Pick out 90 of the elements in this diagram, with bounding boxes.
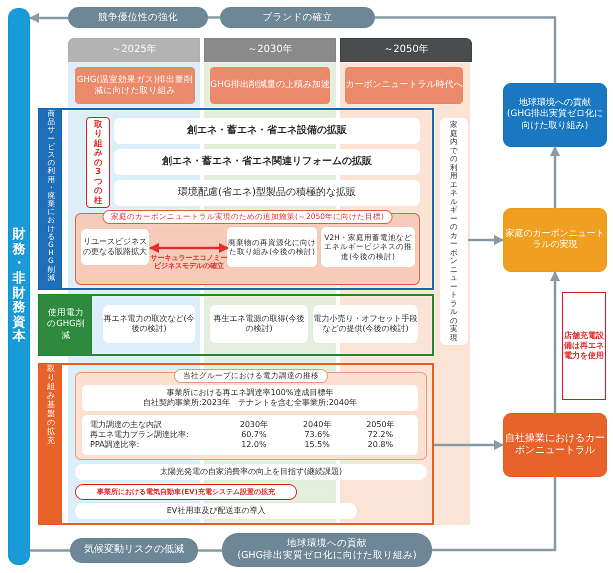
box-text: GHG(温室効果ガス)排出量削減に向けた取り組み — [76, 74, 194, 96]
section-panel — [38, 294, 434, 356]
section-panel — [38, 108, 434, 290]
phase-box — [345, 67, 463, 104]
pill-box — [222, 533, 432, 567]
box-text: ～2025年 — [111, 44, 157, 56]
phase-box — [75, 67, 195, 104]
connector-line — [375, 16, 556, 83]
table-cell-text: 20.8% — [366, 440, 394, 450]
table-cell-text: 72.2% — [366, 430, 394, 440]
box-text: ブランドの確立 — [262, 12, 332, 24]
arrow — [434, 440, 504, 450]
box-text: 自社操業におけるカーボンニュートラル — [504, 432, 606, 458]
box-text: 事業所における再エネ調達率100%達成目標年 — [166, 388, 334, 398]
table-cell-text: 電力調達の主な内訳 — [90, 420, 163, 430]
arrow — [468, 235, 504, 245]
connector-line — [30, 549, 70, 552]
table-cell-text: 2030年 — [238, 420, 270, 430]
box-text: 競争優位性の強化 — [98, 12, 178, 24]
box-text: 取り組みの3つの柱 — [94, 120, 102, 205]
box-text: (GHG排出実質ゼロ化に向けた取り組み) — [506, 109, 604, 132]
measures-panel — [75, 213, 420, 285]
box-text: 再エネ電力の取次など(今後の検討) — [103, 314, 195, 334]
pill-box — [70, 538, 198, 563]
rounded-box — [313, 305, 418, 343]
arrow — [550, 271, 560, 413]
box-text: EV社用車及び配送車の導入 — [166, 506, 266, 516]
table-box — [82, 415, 418, 455]
phase-box — [210, 67, 330, 104]
year-header — [340, 38, 472, 62]
arrow — [550, 146, 560, 208]
box-text: ～2030年 — [247, 44, 293, 56]
goal-box — [503, 413, 607, 477]
box-text: カーボンニュートラル時代へ — [346, 80, 462, 92]
box-text: 地球環境への貢献 — [519, 98, 591, 108]
note-box — [562, 292, 606, 400]
table-cell-text: 15.5% — [303, 440, 331, 450]
box-text: 財務・非財務資本 — [12, 228, 26, 345]
arrow — [29, 13, 68, 23]
table-cell-text: PPA調達比率: — [90, 440, 140, 450]
pill-box — [220, 7, 375, 28]
rounded-box — [114, 180, 420, 206]
rounded-box — [114, 149, 420, 175]
section-heading: 取り組み基盤の拡充 — [40, 365, 62, 523]
rounded-box — [75, 464, 427, 480]
box-text: ～2050年 — [383, 44, 429, 56]
rounded-box — [227, 227, 317, 267]
rounded-box — [210, 305, 308, 343]
box-text: 創エネ・蓄エネ・省エネ関連リフォームの拡販 — [162, 156, 372, 168]
box-text: GHG排出削減量の上積み加速 — [210, 80, 330, 92]
rounded-box — [81, 229, 149, 265]
year-header — [204, 38, 336, 62]
box-text: 自社契約事業所:2023年 テナントを含む全事業所:2040年 — [142, 398, 358, 408]
box-text: 地球環境への貢献 — [287, 538, 367, 550]
arrow — [149, 243, 229, 253]
rounded-box — [321, 227, 415, 267]
table-cell-text: 2050年 — [365, 420, 396, 430]
pill-box — [68, 7, 208, 28]
connector-line — [198, 549, 222, 552]
rounded-box — [75, 503, 357, 519]
tall-box — [440, 118, 468, 345]
table-cell-text: 再エネ電力プラン調達比率: — [90, 430, 190, 440]
capital-bar — [8, 8, 30, 565]
table-cell-text: 12.0% — [240, 440, 268, 450]
box-text: 太陽光発電の自家消費率の向上を目指す(継続課題) — [160, 467, 342, 477]
box-text: 家庭のカーボンニュートラルの実現 — [504, 228, 606, 252]
table-cell-text: 2040年 — [302, 420, 332, 430]
table-cell-text: 60.7% — [240, 430, 268, 440]
box-text: (GHG排出実質ゼロ化に向けた取り組み) — [237, 550, 417, 562]
year-header — [68, 38, 200, 62]
goal-box — [503, 83, 607, 147]
pillar-box — [86, 117, 110, 208]
table-cell-text: 73.6% — [303, 430, 331, 440]
section-heading: 使用電力のGHG削減 — [40, 296, 92, 354]
box-text: 気候変動リスクの低減 — [84, 544, 184, 557]
connector-line — [208, 16, 220, 19]
box-text: 電力小売り・オフセット手段などの提供(今後の検討) — [313, 314, 418, 334]
section-panel — [38, 363, 434, 525]
box-text: 店舗充電設備は再エネ電力を使用 — [563, 331, 605, 361]
rounded-box — [75, 484, 297, 500]
rounded-box — [82, 385, 418, 411]
connector-line — [432, 477, 556, 552]
procurement-panel — [75, 372, 427, 460]
box-text: 環境配慮(省エネ)型製品の積極的な拡販 — [178, 186, 356, 200]
box-text: 創エネ・蓄エネ・省エネ設備の拡販 — [187, 124, 347, 138]
box-text: リユースビジネスの更なる販路拡大 — [82, 237, 148, 257]
box-text: 再生エネ電源の取得(今後の検討) — [212, 314, 306, 334]
rounded-box — [114, 118, 420, 144]
goal-box — [503, 208, 607, 272]
rounded-box — [103, 305, 195, 343]
